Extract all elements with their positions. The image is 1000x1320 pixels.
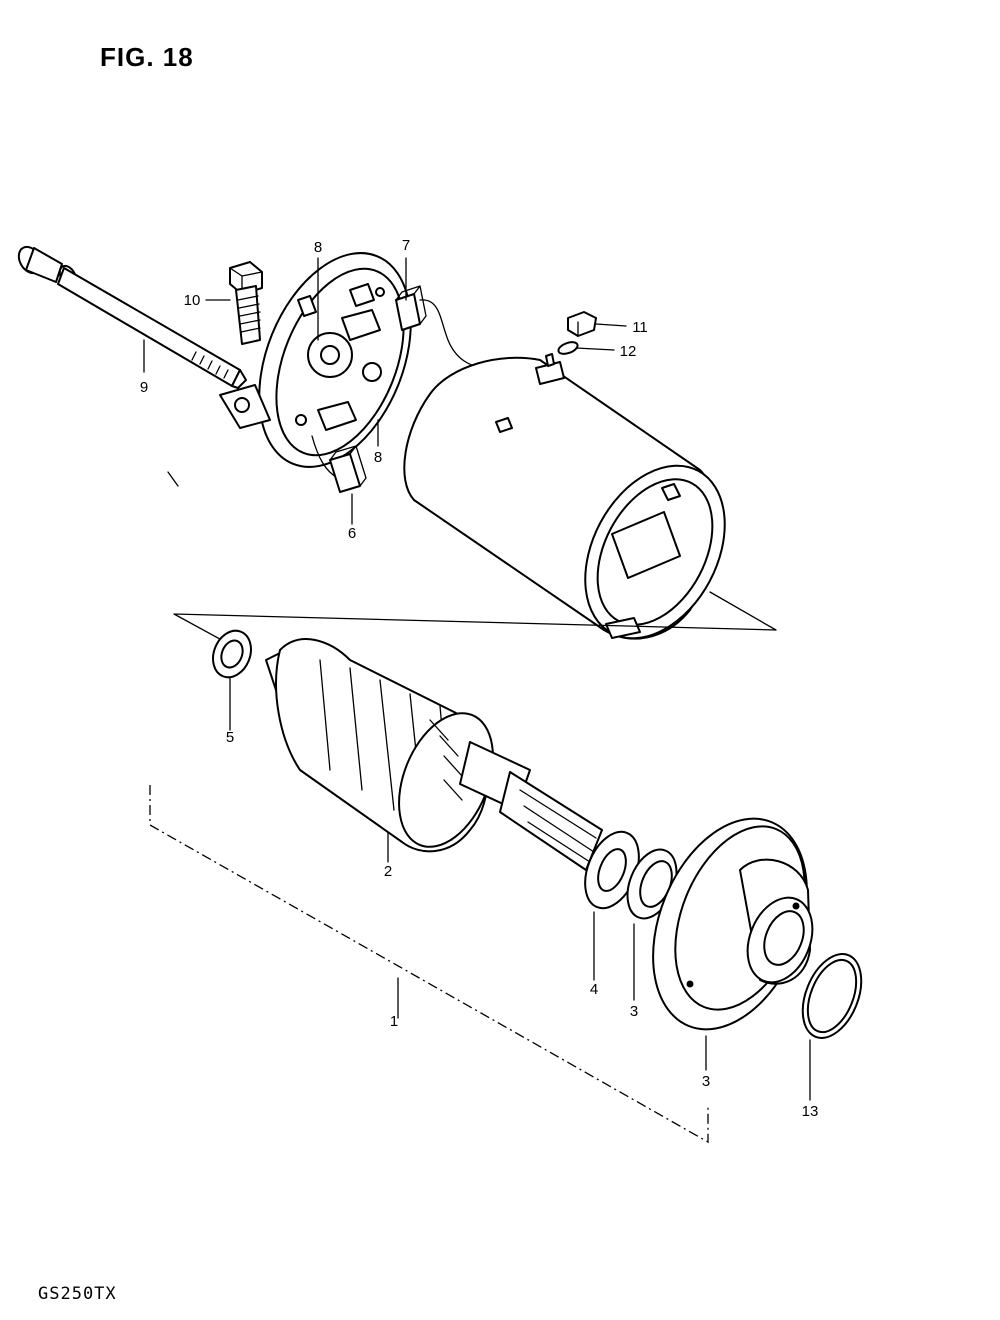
- brush-holder-end-cover: [219, 252, 412, 479]
- callout-12: 12: [620, 343, 637, 360]
- through-bolt: [17, 245, 247, 389]
- callout-13: 13: [802, 1103, 819, 1120]
- yoke-housing: [403, 353, 726, 640]
- callout-6: 6: [348, 525, 356, 542]
- callout-8-top: 8: [314, 239, 322, 256]
- figure-title: FIG. 18: [100, 42, 194, 72]
- callout-2: 2: [384, 863, 392, 880]
- armature: [265, 638, 603, 871]
- callout-3-oil-seal: 3: [630, 1003, 638, 1020]
- o-ring: [801, 953, 863, 1039]
- callout-4: 4: [590, 981, 598, 998]
- hex-bolt: [229, 261, 263, 345]
- terminal-washer: [557, 341, 579, 355]
- callout-5: 5: [226, 729, 234, 746]
- model-code: GS250TX: [38, 1284, 117, 1304]
- callout-11: 11: [632, 319, 648, 336]
- terminal-nut: [567, 311, 597, 337]
- callout-8-bottom: 8: [374, 449, 382, 466]
- brush: [329, 445, 367, 493]
- armature-washer: [212, 629, 252, 679]
- callout-7: 7: [402, 237, 410, 254]
- drive-end-housing: [652, 817, 814, 1031]
- callout-9: 9: [140, 379, 148, 396]
- callout-10: 10: [184, 292, 201, 309]
- assembly-group-bracket: [149, 785, 709, 1144]
- callout-1: 1: [390, 1013, 398, 1030]
- callout-3-housing: 3: [702, 1073, 710, 1090]
- callout-leaders: [143, 257, 811, 1101]
